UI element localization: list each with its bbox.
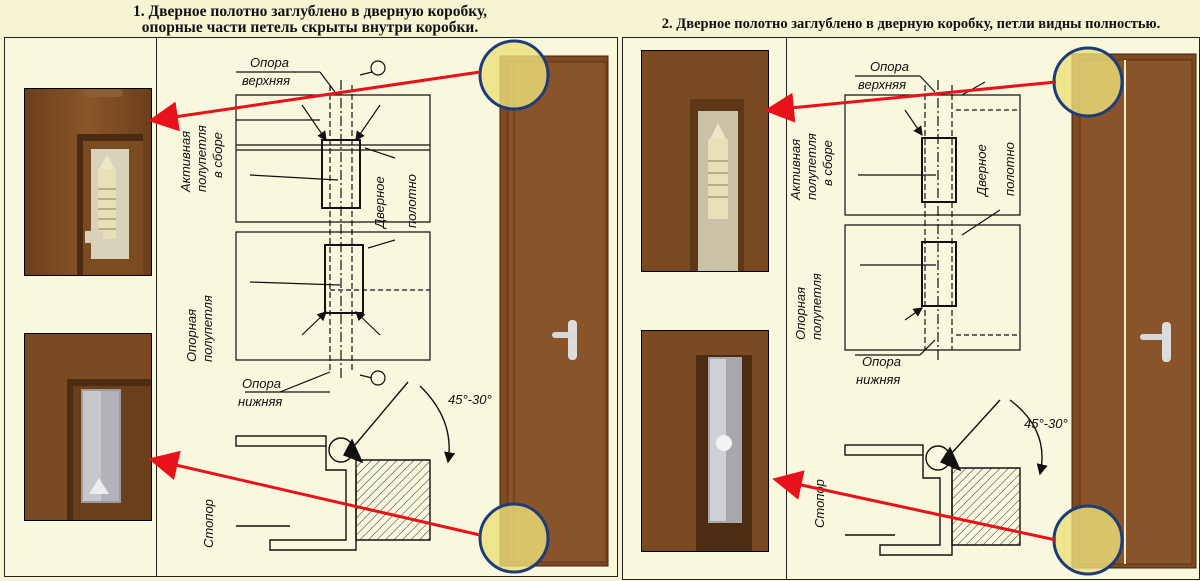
- label-active-half-2-right: полупетля: [804, 133, 819, 200]
- label-upper-support-1-right: Опора: [870, 59, 909, 74]
- highlight-top-left: [478, 39, 550, 111]
- red-arrow-lower-right: [772, 470, 1057, 542]
- label-angle-right: 45°-30°: [1024, 416, 1068, 431]
- label-active-half-1: Активная: [178, 131, 193, 193]
- label-upper-support-2-right: верхняя: [858, 77, 906, 92]
- label-support-half-1-right: Опорная: [793, 287, 808, 340]
- label-active-half-3-right: в сборе: [820, 140, 835, 186]
- label-door-leaf-2-right: полотно: [1002, 142, 1017, 196]
- label-support-half-1: Опорная: [184, 309, 199, 362]
- left-drawing: Опора верхняя Активная полупетля в сборе…: [148, 39, 609, 574]
- label-door-leaf-1-right: Дверное: [974, 144, 989, 198]
- label-angle: 45°-30°: [448, 392, 492, 407]
- door-handle-icon: [568, 320, 577, 360]
- right-title: 2. Дверное полотно заглублено в дверную …: [661, 16, 1161, 32]
- label-upper-support-1: Опора: [250, 55, 289, 70]
- label-active-half-3: в сборе: [210, 132, 225, 178]
- label-stopper-right: Стопор: [812, 479, 827, 528]
- red-arrow-lower-left: [148, 450, 481, 537]
- label-lower-support-2-right: нижняя: [856, 372, 900, 387]
- label-active-half-1-right: Активная: [788, 139, 803, 201]
- label-support-half-2-right: полупетля: [809, 273, 824, 340]
- highlight-top-right: [1052, 46, 1124, 118]
- door-handle-icon-right: [1162, 322, 1171, 362]
- label-lower-support-2: нижняя: [238, 394, 282, 409]
- label-support-half-2: полупетля: [200, 295, 215, 362]
- label-lower-support-1-right: Опора: [862, 354, 901, 369]
- red-arrow-upper-right: [764, 80, 1057, 123]
- label-upper-support-2: верхняя: [242, 73, 290, 88]
- right-photo-lower: [641, 330, 769, 552]
- left-photo-lower: [24, 333, 152, 521]
- label-active-half-2: полупетля: [194, 125, 209, 192]
- highlight-bottom-left: [478, 502, 550, 574]
- label-lower-support-1: Опора: [242, 376, 281, 391]
- left-panel-divider: [156, 37, 157, 577]
- left-title-line1: 1. Дверное полотно заглублено в дверную …: [132, 3, 488, 20]
- left-title-line2: опорные части петель скрыты внутри короб…: [141, 19, 479, 36]
- highlight-bottom-right: [1052, 504, 1124, 576]
- red-arrow-upper-left: [148, 70, 481, 132]
- left-title: 1. Дверное полотно заглублено в дверную …: [0, 4, 620, 36]
- label-stopper: Стопор: [201, 499, 216, 548]
- right-photo-upper: [641, 50, 769, 272]
- left-photo-upper: [24, 88, 152, 276]
- label-door-leaf-1: Дверное: [372, 176, 387, 230]
- right-panel-divider: [786, 37, 787, 580]
- label-door-leaf-2: полотно: [404, 174, 419, 228]
